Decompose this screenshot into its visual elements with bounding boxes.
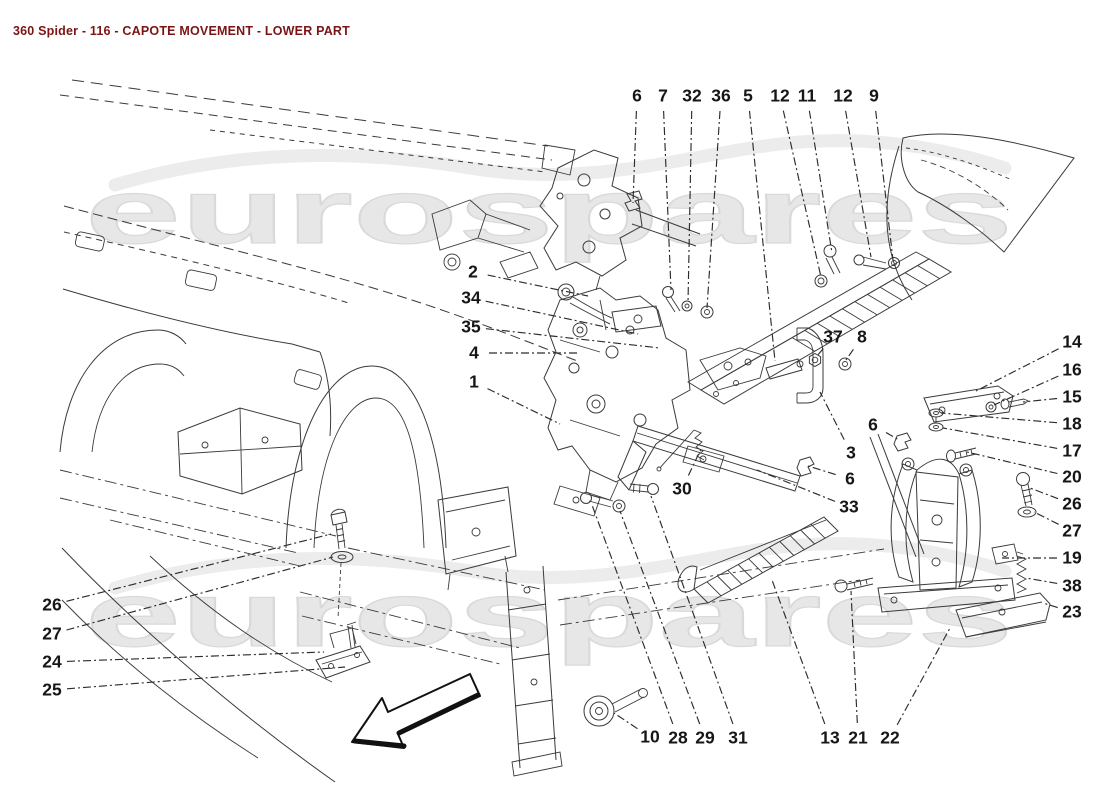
leader-line-10 — [613, 712, 638, 730]
watermark-bottom: eurospares — [84, 537, 1014, 667]
leader-line-2 — [487, 274, 589, 297]
watermark-swoosh — [108, 134, 1012, 192]
callout-26: 26 — [1062, 493, 1082, 514]
leader-line-17 — [942, 427, 1058, 449]
callout-6: 6 — [632, 85, 642, 106]
car-body-outline — [59, 79, 885, 783]
leader-line-30 — [687, 448, 702, 476]
leader-line-23 — [1042, 602, 1058, 609]
callout-6: 6 — [868, 414, 878, 435]
callout-31: 31 — [728, 727, 748, 748]
callout-21: 21 — [848, 727, 868, 748]
callout-18: 18 — [1062, 413, 1082, 434]
leader-line-6 — [632, 110, 637, 204]
leader-line-21 — [850, 590, 858, 724]
leader-line-26 — [1029, 487, 1059, 500]
callout-7: 7 — [658, 85, 668, 106]
leader-line-5 — [748, 110, 776, 362]
callout-9: 9 — [869, 85, 879, 106]
callout-28: 28 — [668, 727, 688, 748]
leader-line-14 — [975, 348, 1059, 392]
callout-15: 15 — [1062, 386, 1082, 407]
callout-13: 13 — [820, 727, 840, 748]
leader-line-7 — [663, 110, 672, 291]
callout-25: 25 — [42, 679, 62, 700]
callout-20: 20 — [1062, 466, 1082, 487]
callout-38: 38 — [1062, 575, 1082, 596]
watermark-swoosh — [108, 537, 1012, 595]
callout-23: 23 — [1062, 601, 1082, 622]
watermark-top: eurospares — [84, 134, 1014, 264]
leader-line-38 — [1025, 577, 1058, 584]
callout-5: 5 — [743, 85, 753, 106]
callout-37: 37 — [823, 326, 843, 347]
callout-10: 10 — [640, 726, 660, 747]
leader-line-12 — [845, 110, 872, 258]
callout-8: 8 — [857, 326, 867, 347]
leader-line-26 — [66, 533, 332, 602]
callout-34: 34 — [461, 287, 481, 308]
leader-line-9 — [875, 110, 894, 261]
callout-1: 1 — [469, 371, 479, 392]
callout-29: 29 — [695, 727, 715, 748]
leader-line-15 — [1022, 397, 1058, 403]
callout-19: 19 — [1062, 547, 1082, 568]
leader-line-18 — [940, 412, 1058, 424]
capote-mechanism-parts — [315, 133, 1075, 727]
callout-33: 33 — [839, 496, 859, 517]
leader-line-1 — [487, 388, 561, 425]
leader-line-36 — [706, 110, 721, 309]
leader-line-35 — [485, 328, 661, 349]
callout-14: 14 — [1062, 331, 1082, 352]
callout-24: 24 — [42, 651, 62, 672]
leader-line-34 — [485, 300, 639, 335]
leader-line-37 — [816, 348, 824, 357]
leader-line-6 — [885, 432, 900, 441]
callout-27: 27 — [1062, 520, 1082, 541]
callout-26: 26 — [42, 594, 62, 615]
callout-12: 12 — [770, 85, 790, 106]
callout-32: 32 — [682, 85, 702, 106]
callout-12: 12 — [833, 85, 853, 106]
leader-line-3 — [819, 391, 845, 440]
watermark-text: eurospares — [85, 161, 1013, 263]
callout-4: 4 — [469, 342, 479, 363]
direction-arrow — [351, 673, 481, 749]
callout-3: 3 — [846, 442, 856, 463]
leader-line-25 — [66, 666, 346, 690]
leader-line-13 — [771, 579, 826, 725]
callout-36: 36 — [711, 85, 731, 106]
callout-11: 11 — [797, 85, 817, 106]
page-title: 360 Spider - 116 - CAPOTE MOVEMENT - LOW… — [13, 24, 350, 38]
leader-line-24 — [66, 651, 325, 662]
callout-2: 2 — [468, 261, 478, 282]
callout-6: 6 — [845, 468, 855, 489]
leader-line-27 — [1033, 511, 1059, 525]
callout-35: 35 — [461, 316, 481, 337]
leader-line-11 — [808, 110, 833, 254]
leader-line-27 — [66, 556, 334, 631]
callout-22: 22 — [880, 727, 900, 748]
leader-line-12 — [782, 110, 822, 278]
callout-27: 27 — [42, 623, 62, 644]
callout-17: 17 — [1062, 440, 1082, 461]
leader-line-20 — [966, 451, 1058, 475]
leader-line-6 — [807, 465, 836, 476]
leader-line-32 — [687, 110, 693, 304]
leader-line-33 — [756, 469, 836, 502]
leader-line-29 — [619, 510, 701, 725]
leader-line-28 — [591, 504, 674, 725]
leader-lines — [66, 110, 1059, 730]
callout-30: 30 — [672, 478, 692, 499]
leader-line-8 — [845, 348, 854, 361]
leader-line-16 — [993, 375, 1059, 406]
leader-line-22 — [896, 627, 951, 726]
callout-16: 16 — [1062, 359, 1082, 380]
